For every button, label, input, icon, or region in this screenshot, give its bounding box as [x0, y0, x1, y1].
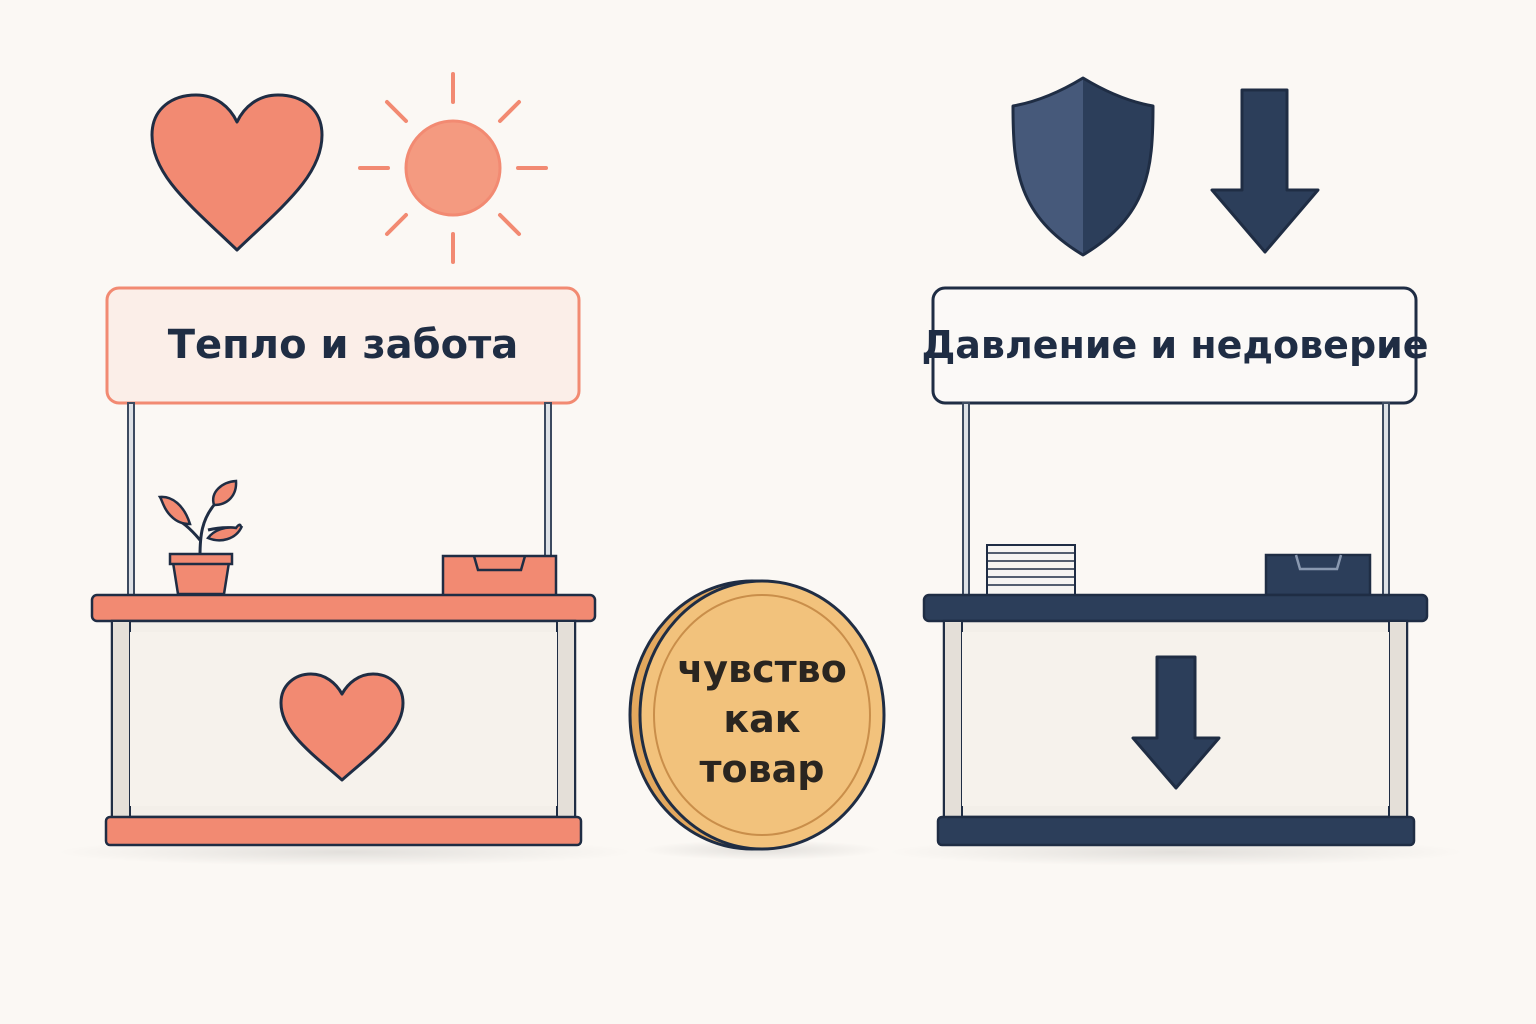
- plant-icon: [157, 479, 244, 596]
- cold-pole-left: [962, 402, 970, 596]
- warm-counter-top: [90, 593, 597, 623]
- coin-rim: [653, 594, 871, 836]
- coin-face: [638, 579, 886, 851]
- sun-icon: [358, 72, 548, 264]
- warm-sign: Тепло и забота: [105, 286, 581, 405]
- warm-counter-base: [104, 815, 583, 847]
- warm-sign-label: Тепло и забота: [168, 322, 519, 368]
- cold-pole-right: [1382, 402, 1390, 596]
- warm-counter-post-right: [556, 620, 576, 818]
- cold-stall: Давление и недоверие: [886, 76, 1466, 866]
- paper-stack-icon: [986, 544, 1076, 596]
- heart-icon: [150, 93, 324, 252]
- cold-counter-post-left: [943, 620, 963, 818]
- warm-stall: Тепло и забота: [55, 72, 635, 866]
- cash-box-icon: [1264, 553, 1372, 597]
- down-arrow-icon: [1210, 88, 1320, 254]
- down-arrow-icon: [1131, 655, 1221, 790]
- cold-counter-top: [922, 593, 1429, 623]
- shield-icon: [1011, 76, 1155, 257]
- cold-sign-label: Давление и недоверие: [921, 323, 1428, 367]
- warm-counter-post-left: [111, 620, 131, 818]
- coin-line-2: как: [723, 697, 800, 741]
- coin-line-1: чувство: [677, 647, 847, 691]
- cold-sign: Давление и недоверие: [921, 286, 1429, 405]
- coin-line-3: товар: [699, 747, 824, 791]
- cash-box-icon: [441, 554, 558, 598]
- coin: чувство как товар: [628, 579, 886, 860]
- cold-counter-post-right: [1388, 620, 1408, 818]
- cold-counter-base: [936, 815, 1416, 847]
- heart-icon: [279, 672, 405, 782]
- warm-pole-left: [127, 402, 135, 596]
